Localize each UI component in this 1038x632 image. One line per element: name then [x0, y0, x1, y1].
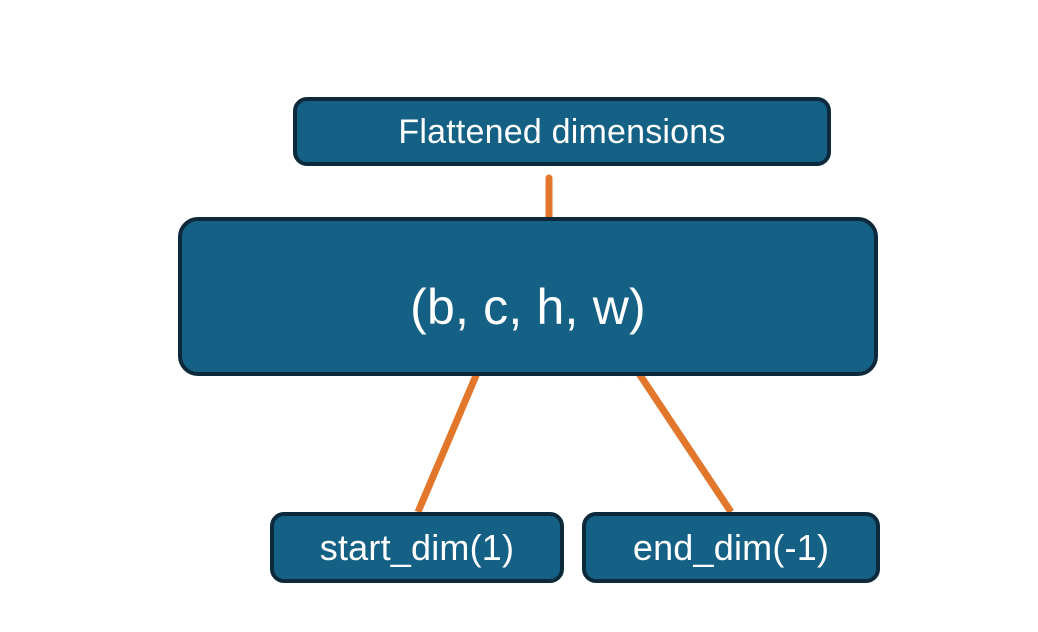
flattened-dimensions-box: Flattened dimensions	[293, 97, 831, 166]
tensor-shape-box: (b, c, h, w)	[178, 217, 878, 376]
flattened-dimensions-label: Flattened dimensions	[398, 112, 726, 151]
start-dim-box: start_dim(1)	[270, 512, 564, 583]
end-dim-box: end_dim(-1)	[582, 512, 880, 583]
start-dim-label: start_dim(1)	[319, 526, 515, 568]
end-dim-label: end_dim(-1)	[632, 526, 830, 568]
tensor-shape-label: (b, c, h, w)	[410, 278, 646, 335]
